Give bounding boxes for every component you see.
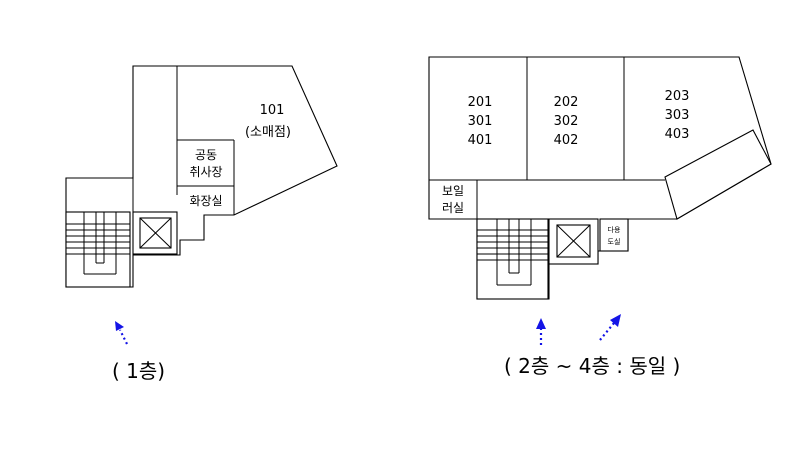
floor2to4-utility-room bbox=[599, 218, 629, 252]
room-203: 203 bbox=[665, 89, 690, 104]
room-401: 401 bbox=[468, 133, 493, 148]
floor1-kitchen-label-2: 취사장 bbox=[189, 165, 222, 179]
floor1-stairs bbox=[65, 211, 131, 288]
room-402: 402 bbox=[554, 133, 579, 148]
floor1-plan: 101 (소매점) 공동 취사장 화장실 ( 1층) bbox=[65, 65, 338, 383]
floor2to4-elevator bbox=[548, 218, 599, 265]
floor1-elevator bbox=[132, 211, 178, 255]
floor1-caption: ( 1층) bbox=[112, 359, 165, 383]
floor1-arrow bbox=[115, 321, 128, 345]
room-403: 403 bbox=[665, 127, 690, 142]
room-301: 301 bbox=[468, 114, 493, 129]
floor2to4-arrow-left bbox=[536, 318, 546, 345]
floor2to4-stairs bbox=[476, 218, 549, 300]
boiler-room-label-1: 보일 bbox=[442, 184, 464, 198]
floor2to4-arrow-right bbox=[599, 314, 621, 341]
room-202: 202 bbox=[554, 95, 579, 110]
room-302: 302 bbox=[554, 114, 579, 129]
boiler-room-label-2: 러실 bbox=[442, 201, 464, 215]
floor2to4-plan: 201 301 401 202 302 402 203 303 403 보일 러… bbox=[428, 56, 772, 378]
floor1-shop-name: (소매점) bbox=[245, 125, 291, 140]
floor2to4-caption: ( 2층 ~ 4층 : 동일 ) bbox=[504, 354, 680, 378]
floor1-shop-number: 101 bbox=[260, 103, 285, 118]
utility-room-label-2: 도실 bbox=[608, 237, 621, 246]
room-303: 303 bbox=[665, 108, 690, 123]
utility-room-label-1: 다용 bbox=[608, 225, 621, 234]
floor1-kitchen-label-1: 공동 bbox=[195, 148, 217, 162]
floor2to4-balcony bbox=[664, 129, 772, 220]
room-201: 201 bbox=[468, 95, 493, 110]
floor1-toilet-label: 화장실 bbox=[189, 194, 222, 208]
